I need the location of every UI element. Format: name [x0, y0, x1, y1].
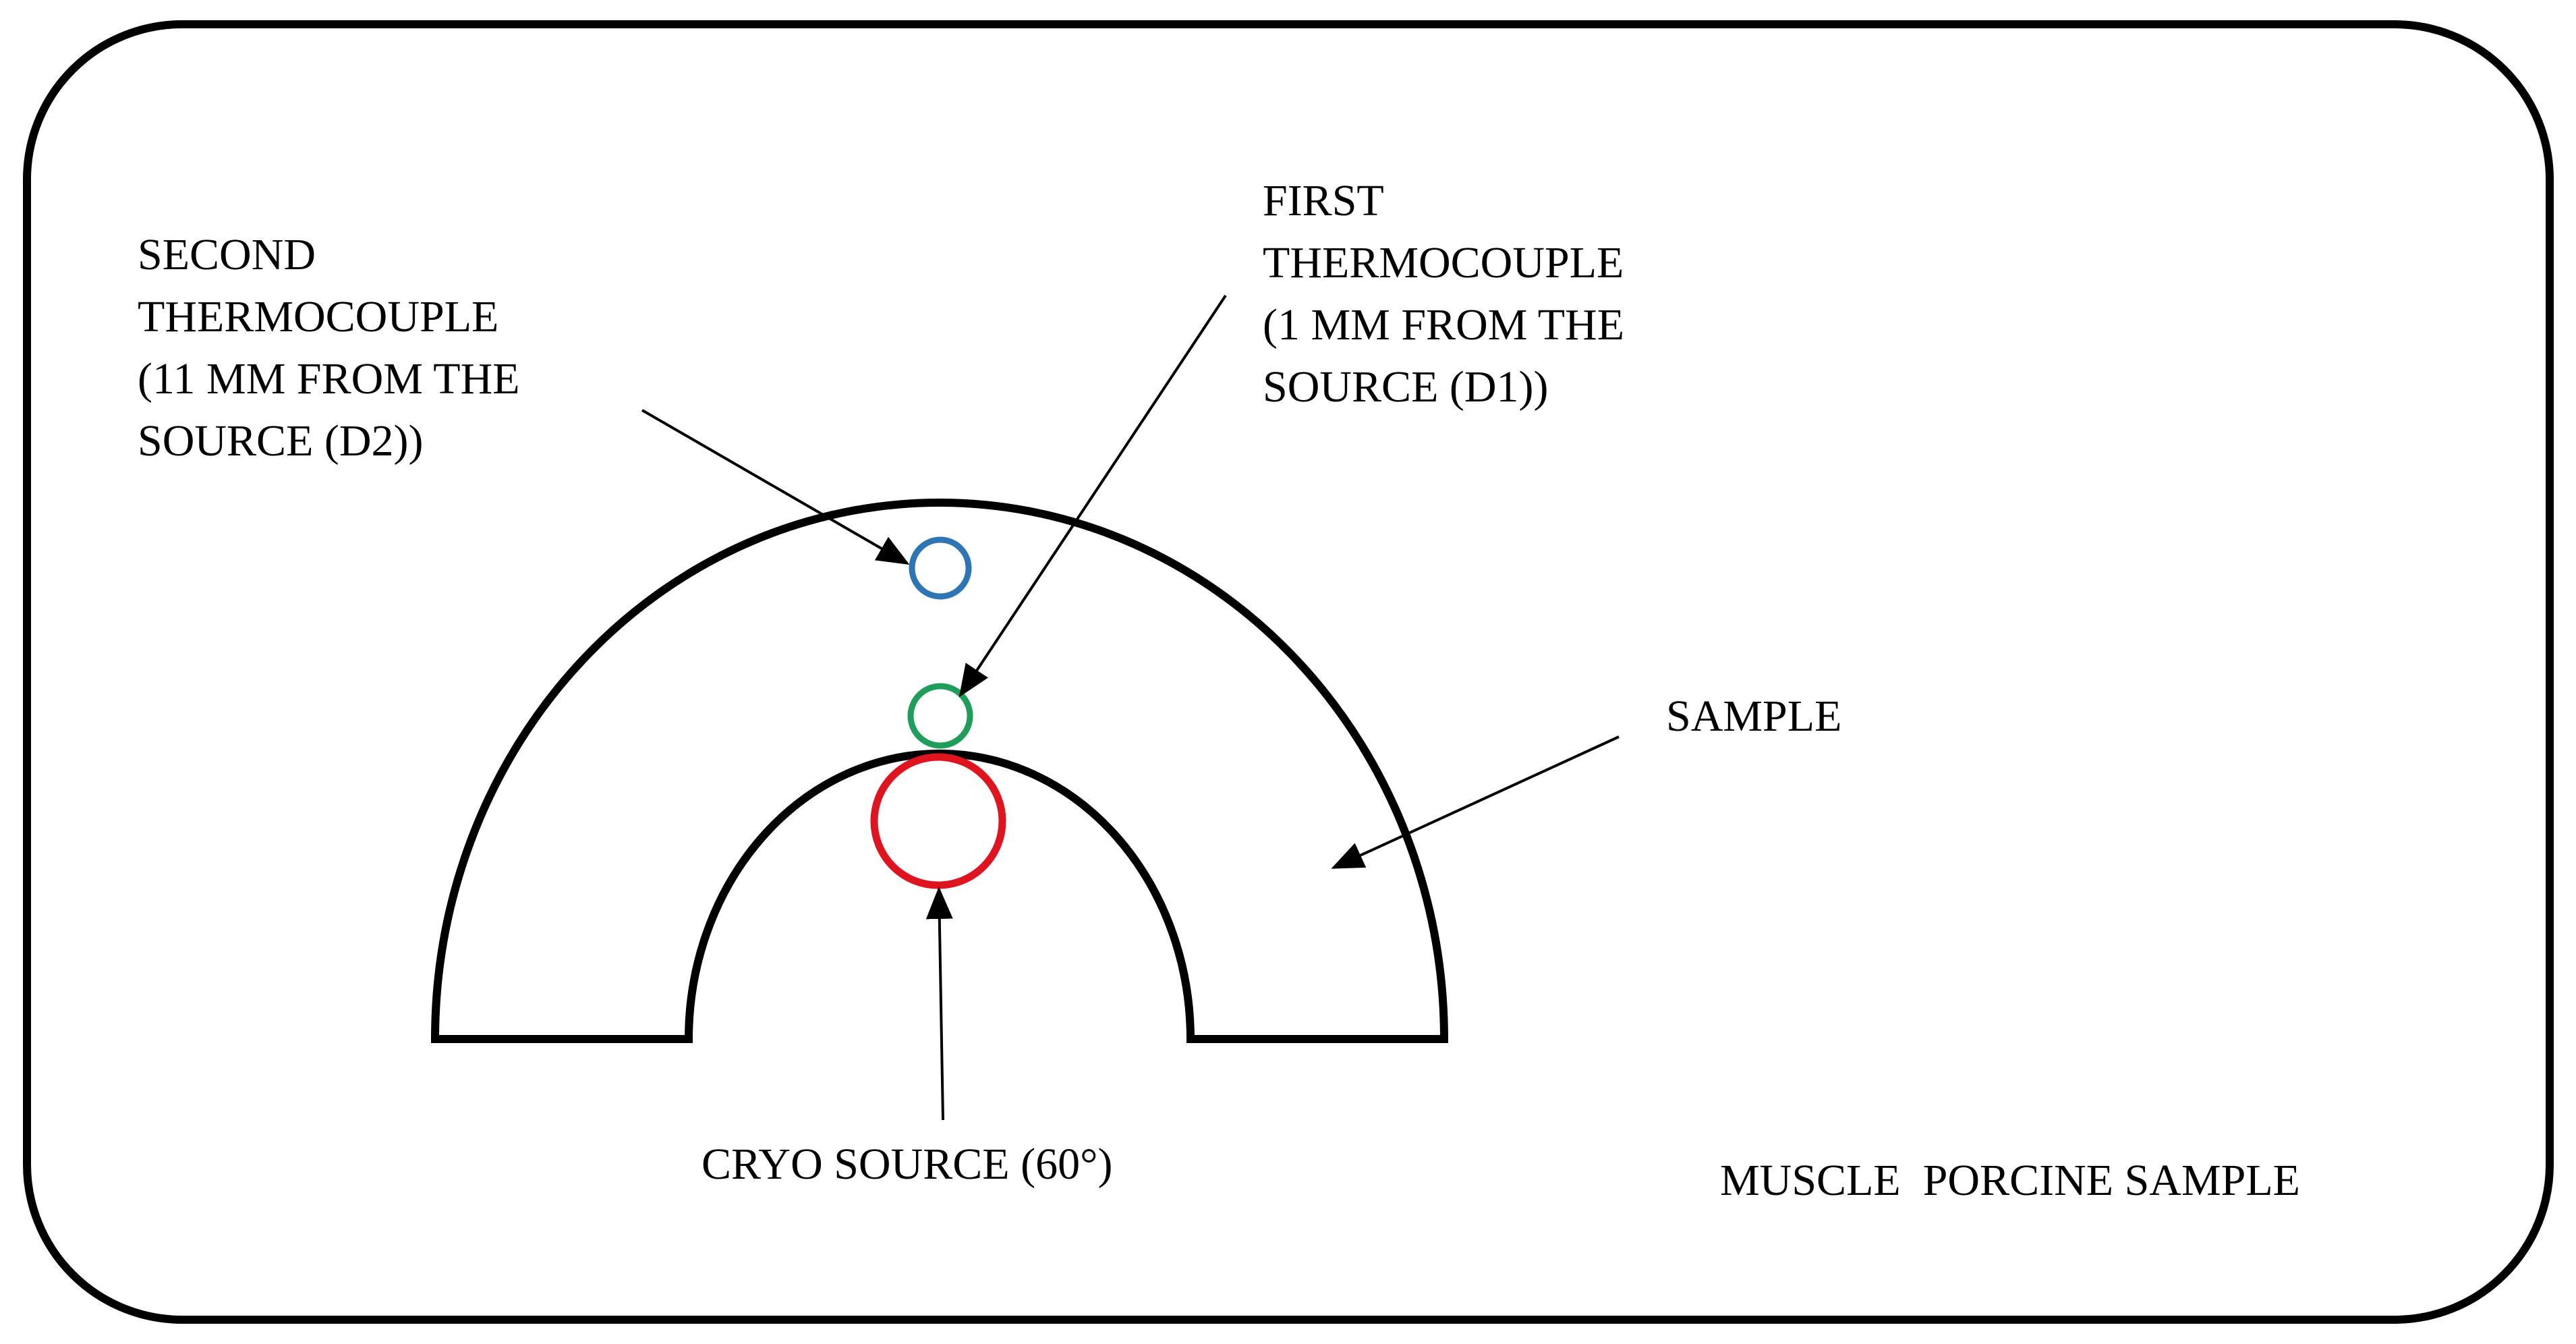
arrow-first-thermocouple	[958, 294, 1227, 698]
arrow-cryo-source	[925, 887, 953, 1121]
cryo-source-label: CRYO SOURCE (60°)	[702, 1140, 1113, 1189]
first-thermocouple-marker	[907, 683, 973, 749]
second-thermocouple-marker	[909, 536, 972, 600]
arrow-second-thermocouple	[641, 409, 910, 565]
arrow-sample	[1331, 735, 1620, 869]
cryo-source-marker	[870, 753, 1006, 889]
sample-half-ring	[430, 499, 1449, 1043]
second-thermocouple-label: SECOND THERMOCOUPLE (11 MM FROM THE SOUR…	[138, 230, 520, 466]
muscle-porcine-sample-label: MUSCLE PORCINE SAMPLE	[1720, 1156, 2300, 1205]
sample-label: SAMPLE	[1666, 692, 1842, 741]
first-thermocouple-label: FIRST THERMOCOUPLE (1 MM FROM THE SOURCE…	[1263, 176, 1625, 412]
outer-frame	[23, 20, 2554, 1324]
